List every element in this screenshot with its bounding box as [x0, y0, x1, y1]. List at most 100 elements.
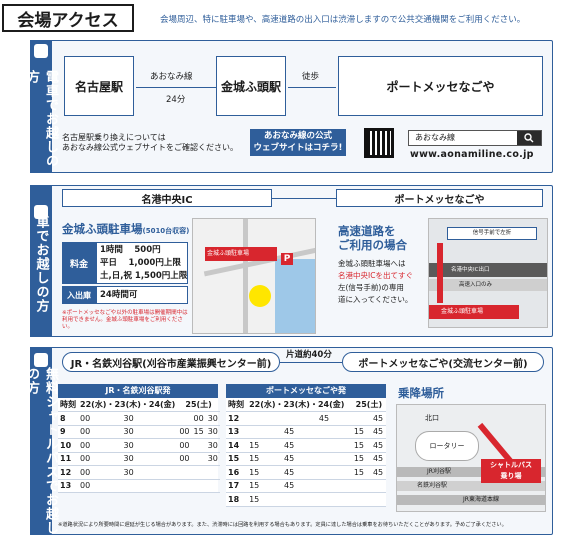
venue-marker	[249, 285, 271, 307]
minute-cell	[165, 452, 178, 466]
map2-parking: 金城ふ頭駐車場	[441, 308, 484, 315]
minute-cell	[351, 411, 367, 426]
minute-cell: 30	[205, 452, 220, 466]
parking-p-icon: P	[281, 253, 293, 265]
minute-cell: 15	[247, 438, 282, 453]
hour-cell: 13	[226, 425, 248, 439]
hw-text-1: 金城ふ頭駐車場へは	[338, 259, 406, 268]
minute-cell	[281, 411, 317, 426]
minute-cell	[351, 479, 367, 493]
map-north-exit: 北口	[425, 414, 439, 422]
walk-arrow	[288, 87, 336, 88]
minute-cell: 00	[78, 452, 122, 466]
aonami-url[interactable]: www.aonamiline.co.jp	[410, 149, 534, 160]
minute-cell: 45	[281, 479, 317, 493]
hours-label: 入出庫	[62, 286, 96, 304]
hw-text-3: 左(信号手前)の専用	[338, 283, 404, 292]
minute-cell: 00	[177, 425, 192, 439]
hour-cell: 15	[226, 452, 248, 466]
bus-side-label: 無料シャトルバスでお越しの方	[24, 347, 58, 535]
minute-cell: 30	[121, 425, 166, 439]
venue-box-train: ポートメッセなごや	[338, 56, 543, 116]
fee-label: 料金	[62, 242, 96, 284]
minute-cell: 15	[351, 438, 367, 453]
minute-cell	[351, 492, 367, 507]
hour-cell: 12	[226, 411, 248, 426]
minute-cell	[165, 411, 178, 426]
minute-cell	[316, 425, 352, 439]
minute-cell	[247, 425, 282, 439]
timetable-kariya-title: JR・名鉄刈谷駅発	[58, 384, 218, 398]
minute-cell	[366, 411, 371, 426]
bus-icon	[34, 353, 48, 367]
minute-cell	[316, 492, 352, 507]
col-time: 時刻	[226, 398, 248, 412]
page-title: 会場アクセス	[17, 10, 119, 31]
minute-cell	[191, 438, 206, 453]
search-button[interactable]	[517, 131, 541, 145]
hw-text-2: 名港中央ICを出てすぐ	[338, 271, 413, 280]
hour-cell: 10	[58, 438, 78, 453]
station-from-box: 名古屋駅	[64, 56, 134, 116]
minute-cell: 45	[281, 465, 317, 480]
minute-cell: 15	[247, 452, 282, 466]
minute-cell	[177, 411, 192, 426]
search-icon	[524, 133, 534, 143]
minute-cell: 45	[370, 465, 386, 480]
hour-cell: 18	[226, 492, 248, 507]
minute-cell	[281, 492, 317, 507]
hour-cell: 13	[58, 479, 78, 493]
minute-cell: 30	[121, 452, 166, 466]
minute-cell	[316, 438, 352, 453]
hour-cell: 11	[58, 452, 78, 466]
highway-map: 信号手前で左折 名港中央IC出口 高速入口のみ 金城ふ頭駐車場	[428, 218, 548, 328]
minute-cell	[247, 411, 282, 426]
timetable-portmesse-title: ポートメッセなごや発	[226, 384, 386, 398]
minute-cell	[205, 479, 220, 493]
minute-cell	[165, 465, 178, 480]
minute-cell: 00	[78, 411, 122, 426]
boarding-title: 乗降場所	[398, 386, 444, 400]
minute-cell: 45	[370, 411, 386, 426]
walk-label: 徒歩	[302, 72, 320, 82]
map-parking-label: 金城ふ頭駐車場	[207, 250, 250, 257]
search-input[interactable]: あおなみ線	[415, 133, 455, 142]
minute-cell	[370, 492, 386, 507]
hour-cell: 12	[58, 465, 78, 480]
col-days: 22(水)・23(木)・24(金)	[78, 398, 178, 412]
minute-cell: 15	[247, 479, 282, 493]
minute-cell	[366, 492, 371, 507]
minute-cell: 00	[78, 479, 122, 493]
minute-cell	[121, 479, 166, 493]
minute-cell	[366, 452, 371, 466]
bus-footnote: ※道路状況により所要時間に遅延が生じる場合があります。また、渋滞時には回路を利用…	[58, 522, 507, 528]
minute-cell	[191, 479, 206, 493]
aonami-site-button[interactable]: あおなみ線の公式 ウェブサイトはコチラ!	[250, 129, 346, 156]
parking-map: 金城ふ頭駐車場 P	[192, 218, 316, 334]
minute-cell	[316, 452, 352, 466]
car-route-arrow	[272, 198, 336, 199]
minute-cell: 00	[191, 411, 206, 426]
line-arrow	[136, 87, 216, 88]
minute-cell: 00	[78, 425, 122, 439]
boarding-map: 北口 ロータリー JR刈谷駅 名鉄刈谷駅 JR東海道本線 シャトルバス 乗り場	[396, 404, 546, 512]
minute-cell: 30	[121, 465, 166, 480]
minute-cell: 30	[121, 411, 166, 426]
search-box[interactable]: あおなみ線	[408, 130, 542, 146]
station-mid-box: 金城ふ頭駅	[216, 56, 286, 116]
minute-cell	[366, 465, 371, 480]
qr-code[interactable]	[364, 128, 394, 158]
minute-cell: 45	[370, 452, 386, 466]
minute-cell: 45	[316, 411, 352, 426]
map-meitetsu: 名鉄刈谷駅	[417, 482, 448, 489]
minute-cell: 45	[281, 425, 317, 439]
venue-box-car: ポートメッセなごや	[336, 189, 543, 207]
